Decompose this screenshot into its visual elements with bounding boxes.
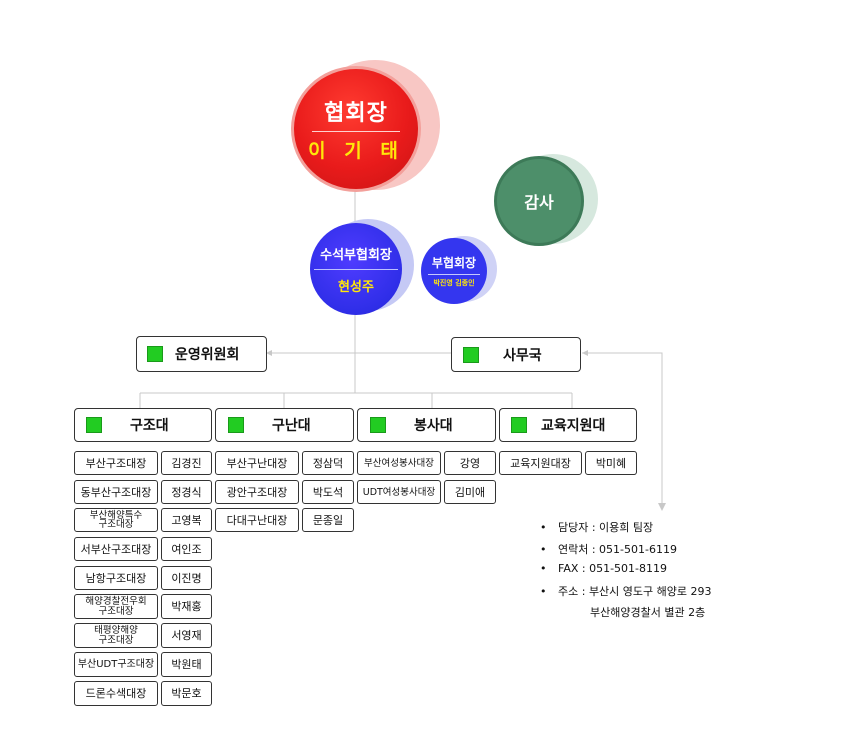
unit-title: 교육지원대장: [499, 451, 582, 475]
president-title: 협회장: [312, 95, 400, 132]
unit-leader: 박원태: [161, 652, 212, 677]
president-name: 이 기 태: [308, 140, 404, 162]
auditor-node[interactable]: 감사: [494, 156, 584, 246]
division-header-rescue[interactable]: 구조대: [74, 408, 212, 442]
committee-node[interactable]: 운영위원회: [136, 336, 267, 372]
contact-connector-line: [582, 352, 663, 505]
division-header-volunteer[interactable]: 봉사대: [357, 408, 496, 442]
senior-vp-node[interactable]: 수석부협회장 현성주: [310, 223, 402, 315]
auditor-title: 감사: [524, 193, 554, 212]
contact-item: •주소 : 부산시 영도구 해양로 293: [540, 585, 712, 598]
unit-title: 태평양해양 구조대장: [74, 623, 158, 648]
unit-leader: 서영재: [161, 623, 212, 648]
unit-leader: 김경진: [161, 451, 212, 475]
senior-vp-title: 수석부협회장: [314, 244, 398, 270]
green-square-icon: [511, 417, 527, 433]
green-square-icon: [147, 346, 163, 362]
vice-president-node[interactable]: 부협회장 박진영 김종인: [421, 238, 487, 304]
unit-title: 서부산구조대장: [74, 537, 158, 561]
contact-text: 담당자 : 이용희 팀장: [558, 521, 654, 534]
unit-title: 남항구조대장: [74, 566, 158, 590]
contact-text: 주소 : 부산시 영도구 해양로 293: [558, 585, 712, 598]
arrow-head-icon: [582, 350, 588, 356]
unit-leader: 박문호: [161, 681, 212, 706]
contact-address-line2: 부산해양경찰서 별관 2층: [590, 606, 706, 619]
division-header-education[interactable]: 교육지원대: [499, 408, 637, 442]
unit-title: 부산여성봉사대장: [357, 451, 441, 475]
secretariat-node[interactable]: 사무국: [451, 337, 581, 372]
committee-label: 운영위원회: [175, 347, 240, 363]
president-node[interactable]: 협회장 이 기 태: [291, 66, 421, 192]
contact-item: •FAX : 051-501-8119: [540, 562, 668, 575]
unit-leader: 정경식: [161, 480, 212, 504]
unit-leader: 박도석: [302, 480, 354, 504]
division-label: 봉사대: [414, 418, 453, 434]
secretariat-label: 사무국: [503, 347, 542, 364]
unit-title: 부산구난대장: [215, 451, 299, 475]
unit-leader: 문종일: [302, 508, 354, 532]
unit-leader: 강영: [444, 451, 496, 475]
green-square-icon: [228, 417, 244, 433]
vice-president-names: 박진영 김종인: [433, 279, 475, 287]
unit-leader: 이진명: [161, 566, 212, 590]
division-label: 교육지원대: [541, 418, 606, 434]
unit-title: 부산해양특수 구조대장: [74, 508, 158, 532]
green-square-icon: [463, 346, 479, 363]
unit-title: 부산구조대장: [74, 451, 158, 475]
unit-title: 다대구난대장: [215, 508, 299, 532]
contact-text: FAX : 051-501-8119: [558, 562, 668, 575]
arrow-head-icon: [266, 350, 272, 356]
division-label: 구조대: [130, 418, 169, 434]
unit-title: 해양경찰전우회 구조대장: [74, 594, 158, 619]
unit-title: 광안구조대장: [215, 480, 299, 504]
unit-title: 드론수색대장: [74, 681, 158, 706]
green-square-icon: [370, 417, 386, 433]
senior-vp-name: 현성주: [338, 279, 374, 295]
unit-leader: 박미혜: [585, 451, 637, 475]
green-square-icon: [86, 417, 102, 433]
unit-leader: 김미애: [444, 480, 496, 504]
vice-president-title: 부협회장: [428, 254, 480, 275]
unit-leader: 박재홍: [161, 594, 212, 619]
unit-title: UDT여성봉사대장: [357, 480, 441, 504]
unit-leader: 여인조: [161, 537, 212, 561]
unit-title: 부산UDT구조대장: [74, 652, 158, 677]
unit-leader: 고영복: [161, 508, 212, 532]
unit-title: 동부산구조대장: [74, 480, 158, 504]
contact-item: •담당자 : 이용희 팀장: [540, 521, 654, 534]
division-header-salvage[interactable]: 구난대: [215, 408, 354, 442]
unit-leader: 정삼덕: [302, 451, 354, 475]
arrow-head-icon: [658, 503, 666, 511]
division-label: 구난대: [272, 418, 311, 434]
contact-item: •연락처 : 051-501-6119: [540, 543, 677, 556]
contact-text: 연락처 : 051-501-6119: [558, 543, 677, 556]
